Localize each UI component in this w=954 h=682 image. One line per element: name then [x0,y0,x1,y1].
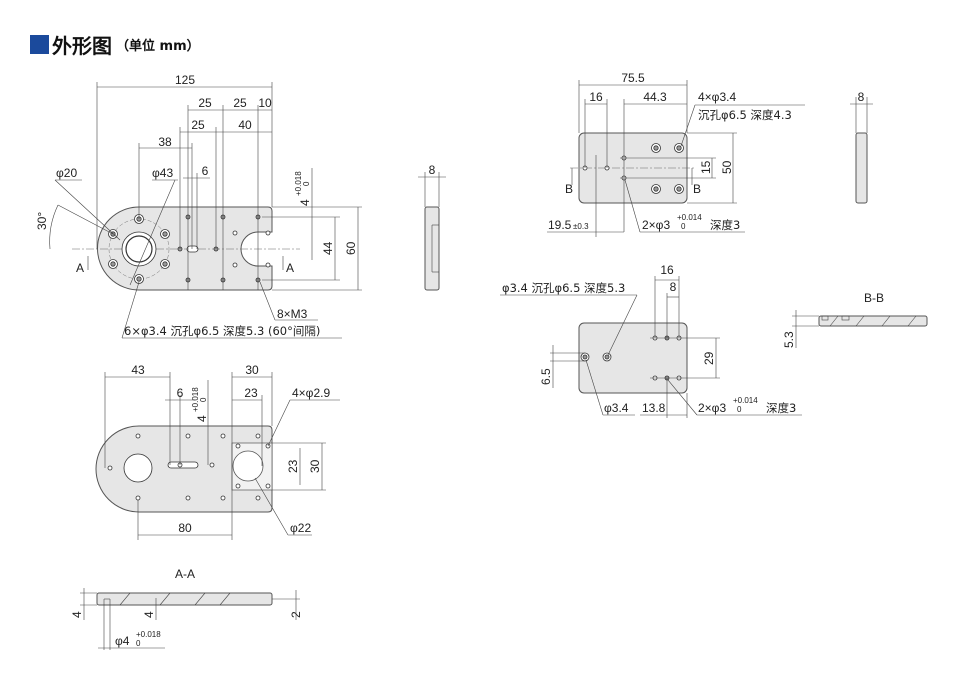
pins-tol-lower: 0 [737,405,742,414]
pins-tol-upper: +0.014 [677,213,702,222]
phi4-tol-upper: +0.018 [136,630,161,639]
pins-tol-lower: 0 [681,222,686,231]
counterbore-note: φ3.4 沉孔φ6.5 深度5.3 [502,281,625,295]
dim-8: 8 [429,163,436,177]
section-aa: A-A 4 4 2 φ4 +0.018 0 [70,567,303,650]
dim-30: 30 [245,363,259,377]
phi22-label: φ22 [290,521,311,535]
dim-13-8: 13.8 [642,401,666,415]
phi4-tol-lower: 0 [136,639,141,648]
section-a-left: A [76,261,84,275]
dim-50: 50 [720,160,734,174]
dim-25c: 25 [191,118,205,132]
dim-2: 2 [289,611,303,618]
section-b-right: B [693,182,701,196]
slot [186,245,199,253]
tol-4: 4 [195,415,209,422]
dim-40: 40 [238,118,252,132]
dim-25a: 25 [198,96,212,110]
phi3-4-label: φ3.4 [604,401,629,415]
dim-75-5: 75.5 [621,71,645,85]
title-text: 外形图 [52,34,112,58]
m3-note: 8×M3 [277,307,308,321]
dim-v23: 23 [286,459,300,473]
tol-4: 4 [298,199,312,206]
dim-29: 29 [702,351,716,365]
dim-80: 80 [178,521,192,535]
holes-note: 4×φ2.9 [292,386,330,400]
dim-8: 8 [670,280,677,294]
dim-6: 6 [177,386,184,400]
section-aa-label: A-A [175,567,195,581]
page-title: 外形图 （单位 mm） [30,30,200,59]
dim-43: 43 [131,363,145,377]
pins-depth: 深度3 [766,401,796,415]
phi4-label: φ4 [115,634,130,648]
dim-44: 44 [321,241,335,255]
dim-19-5-tol: ±0.3 [573,222,589,231]
counterbore-note: 6×φ3.4 沉孔φ6.5 深度5.3 (60°间隔) [124,324,320,338]
tol-lower: 0 [199,397,208,402]
dim-4b: 4 [142,611,156,618]
tol-upper: +0.018 [294,171,303,196]
dim-44-3: 44.3 [643,90,667,104]
dim-23: 23 [244,386,258,400]
dim-38: 38 [158,135,172,149]
title-unit: （单位 mm） [116,39,200,54]
pins-note: 2×φ3 [698,401,726,415]
dim-19-5: 19.5 [548,218,572,232]
section-bb: B-B 5.3 [782,291,928,348]
holes-note-2: 沉孔φ6.5 深度4.3 [698,108,792,122]
tol-upper: +0.018 [191,387,200,412]
angle-30: 30° [35,212,49,230]
tol-lower: 0 [302,181,311,186]
pins-note: 2×φ3 [642,218,670,232]
dim-125: 125 [175,73,195,87]
bottom-view: 43 6 4 +0.018 0 30 23 4×φ2.9 23 30 80 φ2… [95,363,340,540]
dim-6: 6 [202,164,209,178]
phi20-label: φ20 [56,166,77,180]
dim-16: 16 [660,263,674,277]
dim-8: 8 [858,90,865,104]
title-marker-icon [30,35,49,54]
section-b-left: B [565,182,573,196]
dim-60: 60 [344,241,358,255]
plate3-view: 16 8 φ3.4 沉孔φ6.5 深度5.3 29 6.5 φ3.4 13.8 … [500,263,802,418]
side-view-2: 8 [850,90,873,204]
main-view: 125 25 25 10 25 40 38 6 φ20 φ43 30° 4 +0… [35,73,362,339]
phi43-label: φ43 [152,166,173,180]
section-bb-label: B-B [864,291,884,305]
main-plate-outline [97,206,273,291]
dim-v30: 30 [308,459,322,473]
holes-note-1: 4×φ3.4 [698,90,736,104]
dim-25b: 25 [233,96,247,110]
pins-tol-upper: +0.014 [733,396,758,405]
dim-4a: 4 [70,611,84,618]
plate2-view: 75.5 16 44.3 4×φ3.4 沉孔φ6.5 深度4.3 15 50 B… [547,71,805,237]
pins-depth: 深度3 [710,218,740,232]
dim-15: 15 [699,160,713,174]
dim-6-5: 6.5 [539,368,553,385]
dim-16: 16 [589,90,603,104]
side-view-1: 8 [418,163,446,291]
section-a-right: A [286,261,294,275]
dim-10: 10 [258,96,272,110]
dim-5-3: 5.3 [782,331,796,348]
